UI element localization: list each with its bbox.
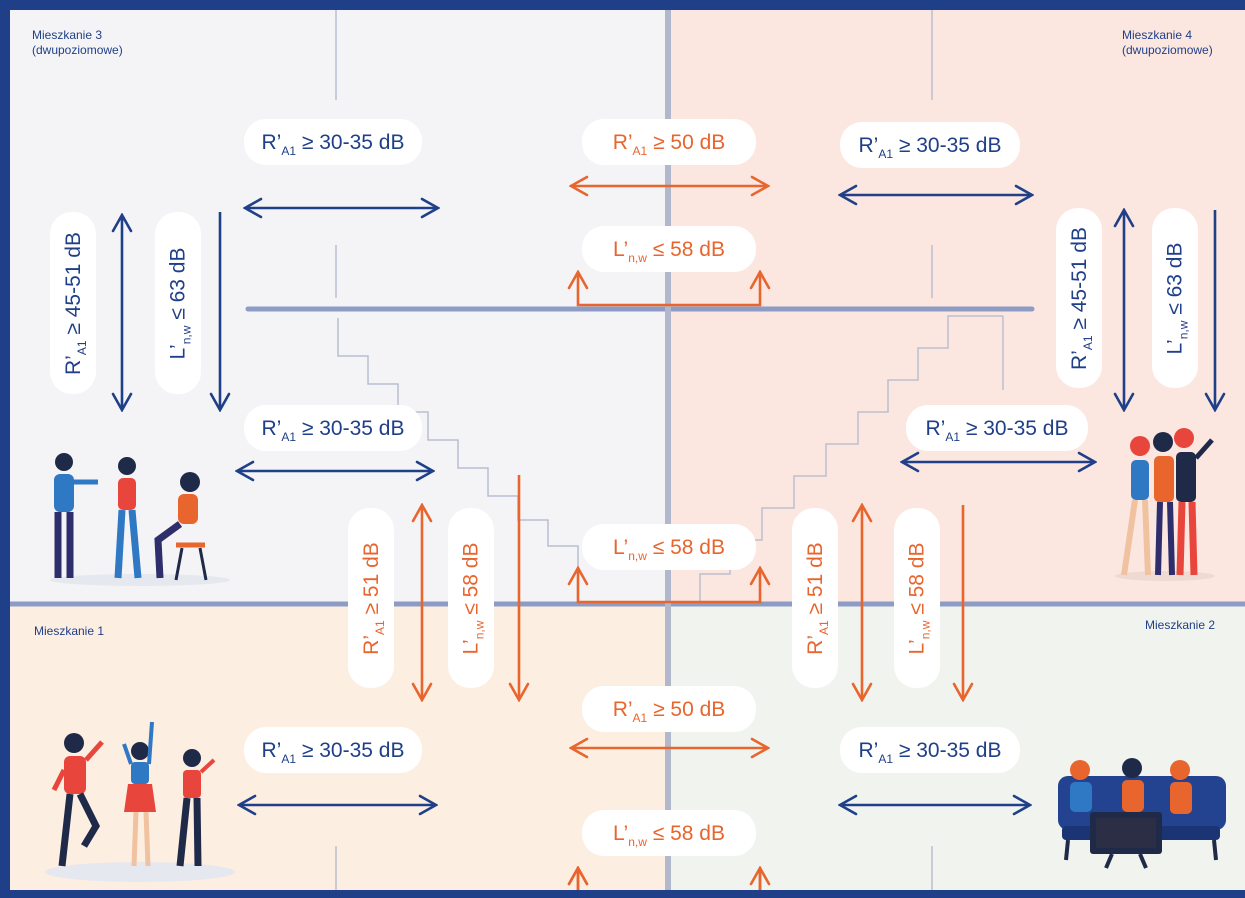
apartment-1-title: Mieszkanie 1 <box>34 624 105 638</box>
airborne-insulation-label-vertical: R’A1 ≥ 51 dB <box>348 508 394 688</box>
wall-lines <box>335 10 1004 890</box>
airborne-insulation-label: R’A1 ≥ 30-35 dB <box>244 727 422 773</box>
airborne-insulation-label: R’A1 ≥ 30-35 dB <box>244 119 422 165</box>
impact-noise-label: L’n,w ≤ 58 dB <box>582 524 756 570</box>
staircase-left <box>337 318 606 605</box>
impact-noise-label-vertical: L’n,w ≤ 63 dB <box>1152 208 1198 388</box>
airborne-insulation-label: R’A1 ≥ 30-35 dB <box>244 405 422 451</box>
airborne-insulation-label-vertical: R’A1 ≥ 51 dB <box>792 508 838 688</box>
impact-noise-label-vertical: L’n,w ≤ 63 dB <box>155 212 201 394</box>
airborne-insulation-label: R’A1 ≥ 50 dB <box>582 686 756 732</box>
apartment-3-label: Mieszkanie 3 (dwupoziomowe) <box>32 28 123 58</box>
apartment-1-label: Mieszkanie 1 <box>34 624 104 639</box>
tv-watching-family-illustration <box>1058 758 1226 869</box>
airborne-insulation-label: R’A1 ≥ 30-35 dB <box>840 727 1020 773</box>
impact-noise-label-vertical: L’n,w ≤ 58 dB <box>894 508 940 688</box>
selfie-friends-illustration <box>1115 428 1215 581</box>
apartment-3-title: Mieszkanie 3 <box>32 28 103 42</box>
apartment-4-subtitle: (dwupoziomowe) <box>1122 43 1213 57</box>
apartment-2-title: Mieszkanie 2 <box>1145 618 1216 632</box>
airborne-insulation-label: R’A1 ≥ 30-35 dB <box>906 405 1088 451</box>
airborne-insulation-label: R’A1 ≥ 30-35 dB <box>840 122 1020 168</box>
apartment-3-subtitle: (dwupoziomowe) <box>32 43 123 57</box>
airborne-insulation-label-vertical: R’A1 ≥ 45-51 dB <box>1056 208 1102 388</box>
apartment-4-title: Mieszkanie 4 <box>1122 28 1193 42</box>
apartment-4-label: Mieszkanie 4 (dwupoziomowe) <box>1122 28 1213 58</box>
impact-noise-label: L’n,w ≤ 58 dB <box>582 810 756 856</box>
apartment-2-label: Mieszkanie 2 <box>1145 618 1215 633</box>
airborne-insulation-label: R’A1 ≥ 50 dB <box>582 119 756 165</box>
dancing-people-illustration <box>45 721 235 882</box>
impact-noise-label: L’n,w ≤ 58 dB <box>582 226 756 272</box>
impact-noise-label-vertical: L’n,w ≤ 58 dB <box>448 508 494 688</box>
party-people-illustration <box>50 453 230 586</box>
airborne-insulation-label-vertical: R’A1 ≥ 45-51 dB <box>50 212 96 394</box>
